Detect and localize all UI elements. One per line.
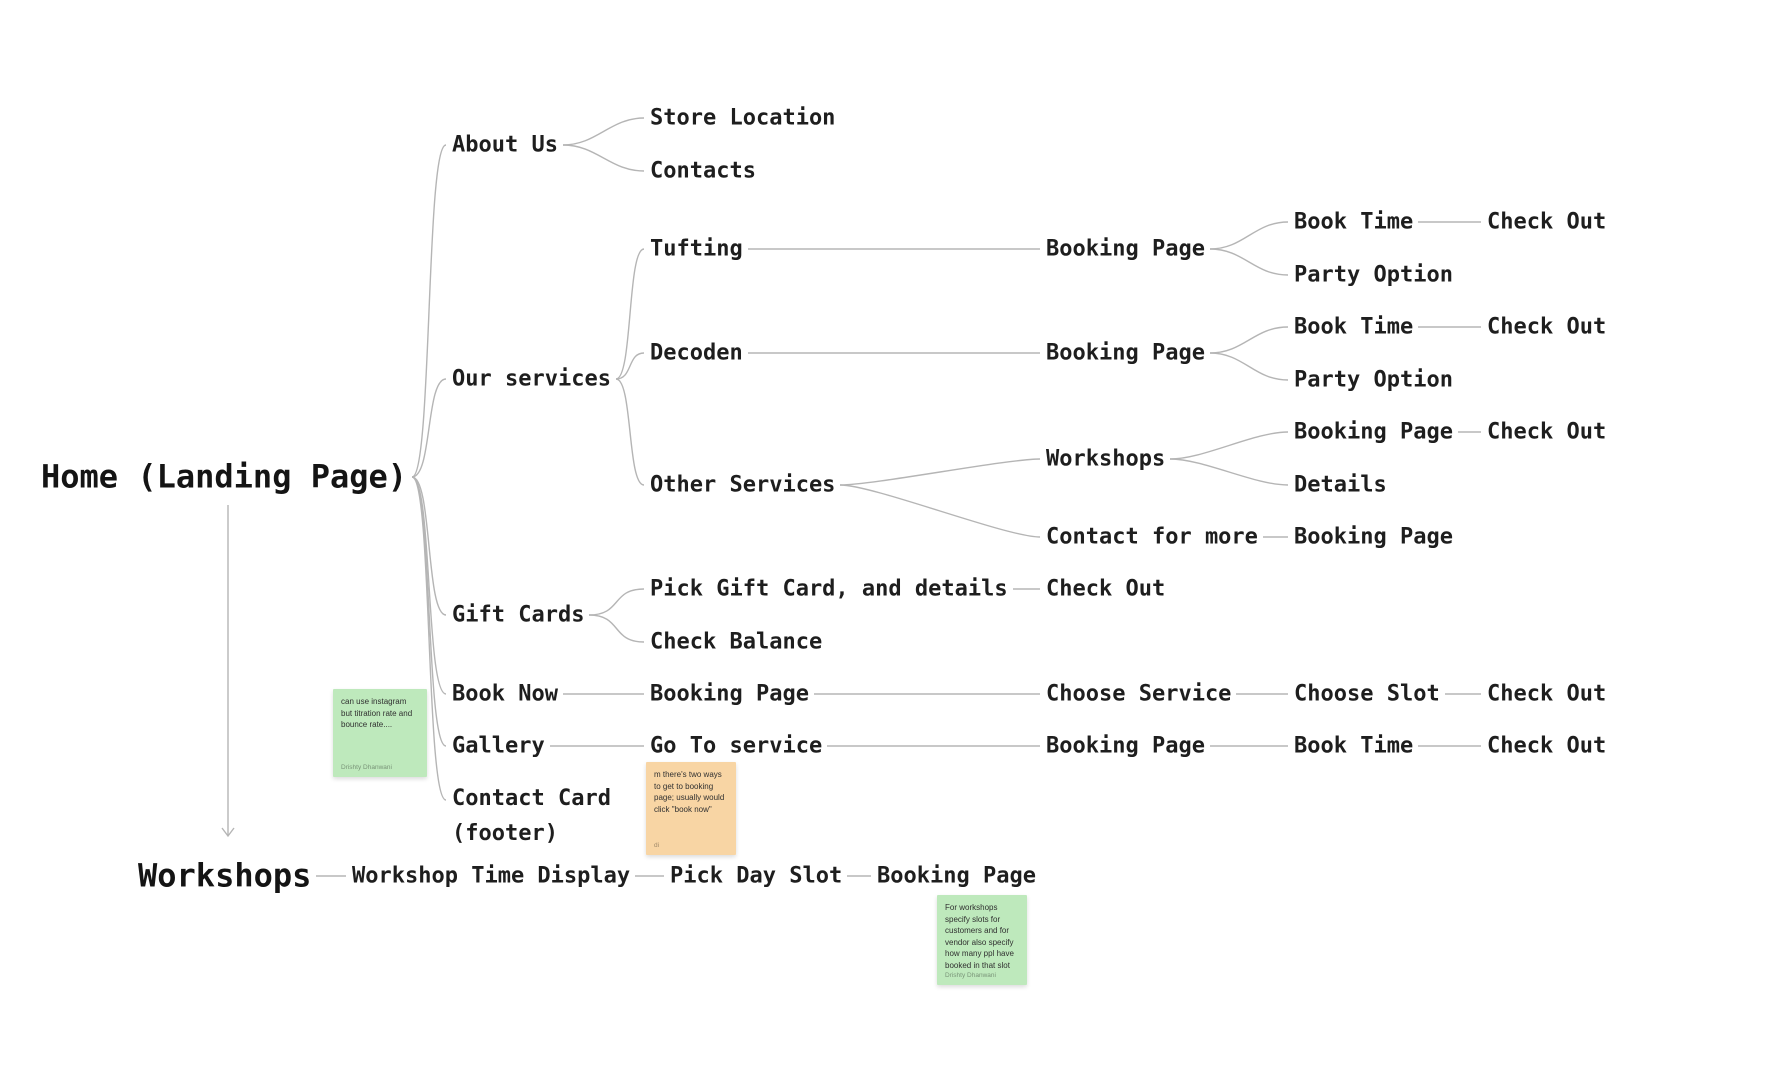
sticky-note-workshop-slots-note[interactable]: For workshops specify slots for customer…: [937, 895, 1027, 985]
node-check-out-2[interactable]: Check Out: [1487, 314, 1607, 340]
connector: [1209, 221, 1289, 250]
connector: [615, 378, 645, 486]
node-check-out-4[interactable]: Check Out: [1046, 576, 1166, 602]
node-home[interactable]: Home (Landing Page): [41, 457, 408, 496]
connector: [588, 588, 645, 616]
node-booking-page-2[interactable]: Booking Page: [1046, 340, 1205, 366]
connector: [562, 144, 645, 172]
node-contact-for-more[interactable]: Contact for more: [1046, 524, 1258, 550]
connector: [562, 117, 645, 146]
node-choose-service[interactable]: Choose Service: [1046, 681, 1232, 707]
node-book-time-2[interactable]: Book Time: [1294, 314, 1414, 340]
connector: [1169, 458, 1289, 486]
connector: [411, 378, 447, 478]
node-about-us[interactable]: About Us: [452, 132, 558, 158]
node-gift-cards[interactable]: Gift Cards: [452, 602, 585, 628]
sticky-note-text: can use instagram but titration rate and…: [341, 697, 413, 730]
connector: [839, 484, 1041, 538]
node-other-services[interactable]: Other Services: [650, 472, 836, 498]
node-booking-page-3[interactable]: Booking Page: [1294, 419, 1453, 445]
node-party-option-1[interactable]: Party Option: [1294, 262, 1453, 288]
node-booking-page-6[interactable]: Booking Page: [1046, 733, 1205, 759]
connector: [1209, 248, 1289, 276]
node-gallery[interactable]: Gallery: [452, 733, 545, 759]
node-party-option-2[interactable]: Party Option: [1294, 367, 1453, 393]
node-contact-card[interactable]: Contact Card (footer): [452, 785, 611, 846]
node-decoden[interactable]: Decoden: [650, 340, 743, 366]
node-booking-page-7[interactable]: Booking Page: [877, 863, 1036, 889]
connector: [1169, 431, 1289, 460]
node-choose-slot[interactable]: Choose Slot: [1294, 681, 1440, 707]
connector: [411, 144, 447, 478]
node-pick-day-slot[interactable]: Pick Day Slot: [670, 863, 843, 889]
node-check-out-3[interactable]: Check Out: [1487, 419, 1607, 445]
node-book-now[interactable]: Book Now: [452, 681, 558, 707]
sticky-note-booking-ways-note[interactable]: m there's two ways to get to booking pag…: [646, 762, 736, 855]
sticky-note-text: m there's two ways to get to booking pag…: [654, 770, 725, 814]
connector: [839, 458, 1041, 486]
sticky-note-author: di: [654, 842, 660, 849]
node-store-location[interactable]: Store Location: [650, 105, 836, 131]
node-workshops-sub[interactable]: Workshops: [1046, 446, 1166, 472]
connector: [1209, 352, 1289, 381]
sticky-note-text: For workshops specify slots for customer…: [945, 903, 1014, 970]
node-workshops-root[interactable]: Workshops: [138, 856, 312, 895]
connector: [1209, 326, 1289, 354]
connector: [615, 248, 645, 380]
node-workshop-time-display[interactable]: Workshop Time Display: [352, 863, 631, 889]
sticky-note-author: Drishty Dhanwani: [945, 972, 996, 979]
node-our-services[interactable]: Our services: [452, 366, 611, 392]
node-booking-page-4[interactable]: Booking Page: [1294, 524, 1453, 550]
node-go-to-service[interactable]: Go To service: [650, 733, 823, 759]
node-details[interactable]: Details: [1294, 472, 1387, 498]
node-booking-page-1[interactable]: Booking Page: [1046, 236, 1205, 262]
sticky-note-instagram-note[interactable]: can use instagram but titration rate and…: [333, 689, 427, 777]
sticky-note-author: Drishty Dhanwani: [341, 764, 392, 771]
node-tufting[interactable]: Tufting: [650, 236, 743, 262]
connector: [615, 352, 645, 380]
node-check-balance[interactable]: Check Balance: [650, 629, 823, 655]
node-booking-page-5[interactable]: Booking Page: [650, 681, 809, 707]
node-book-time-3[interactable]: Book Time: [1294, 733, 1414, 759]
node-contacts[interactable]: Contacts: [650, 158, 756, 184]
connector: [411, 476, 447, 695]
node-check-out-5[interactable]: Check Out: [1487, 681, 1607, 707]
node-check-out-1[interactable]: Check Out: [1487, 209, 1607, 235]
node-check-out-6[interactable]: Check Out: [1487, 733, 1607, 759]
connector: [221, 827, 235, 838]
node-pick-gift-card[interactable]: Pick Gift Card, and details: [650, 576, 1008, 602]
connector: [588, 614, 645, 643]
node-book-time-1[interactable]: Book Time: [1294, 209, 1414, 235]
connector: [411, 476, 447, 616]
